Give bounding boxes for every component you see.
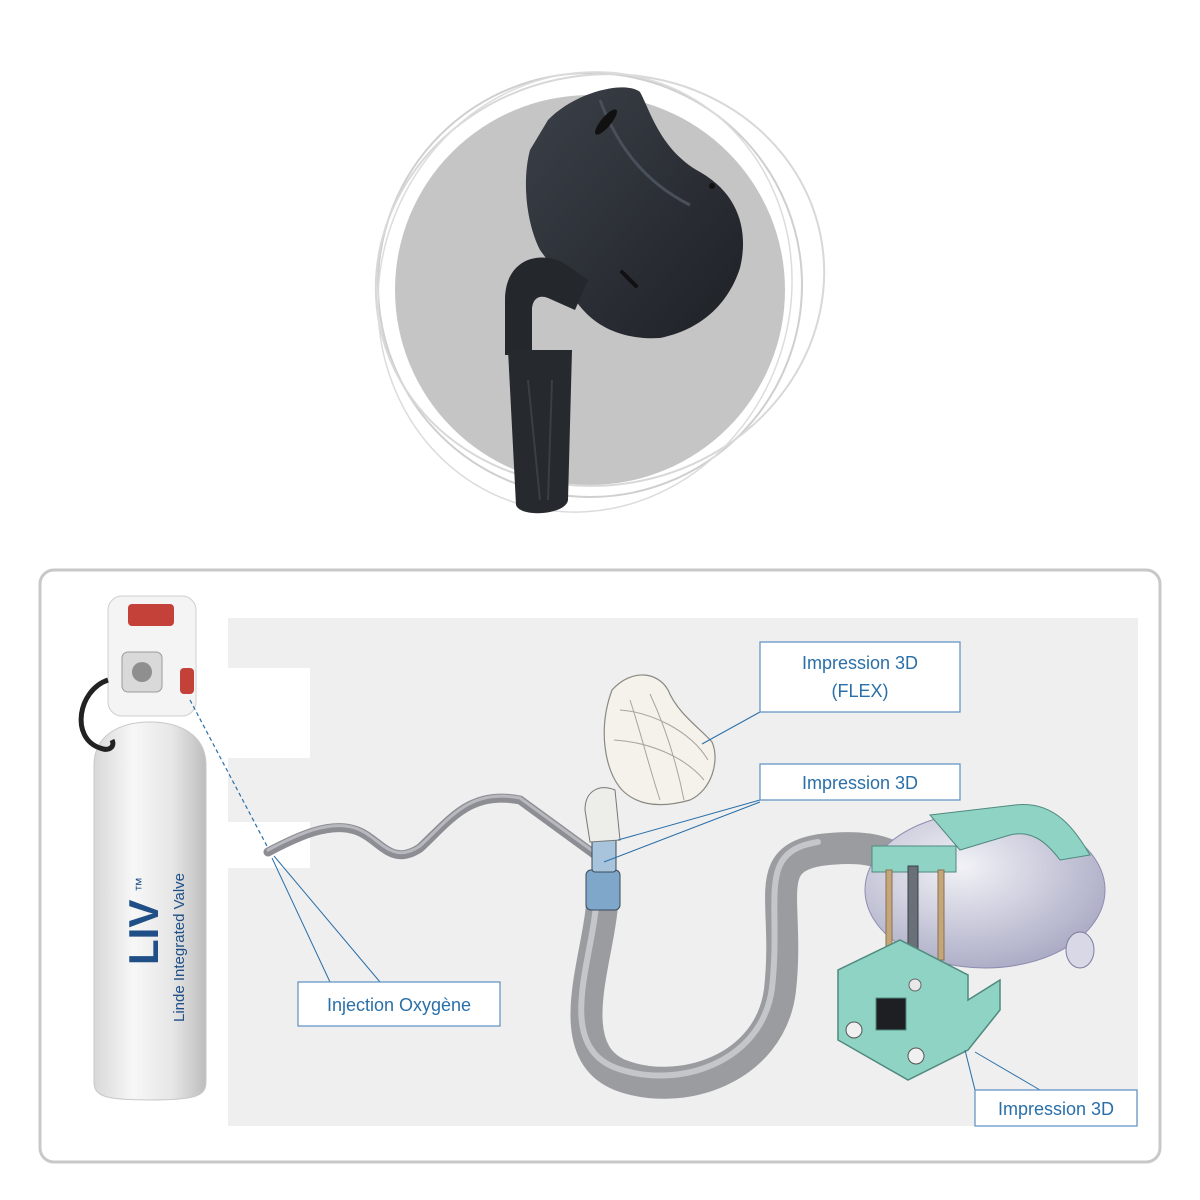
leader-pump-2 xyxy=(974,1051,1041,1091)
callout-connector-text: Impression 3D xyxy=(802,773,918,793)
callout-pump-box xyxy=(974,1089,1138,1127)
connector-elbow xyxy=(584,787,621,843)
valve-red-window xyxy=(128,604,174,626)
pump-strap xyxy=(929,803,1091,861)
mask-ridge xyxy=(598,99,691,207)
oxygen-tube-highlight xyxy=(266,794,607,862)
swirl-ring-2 xyxy=(374,73,826,487)
pump-base xyxy=(837,939,1001,1081)
pump-display xyxy=(875,997,907,1031)
pump-socket xyxy=(908,978,922,992)
callout-connector-box xyxy=(759,763,961,801)
callout-mask-flex: Impression 3D (FLEX) xyxy=(759,641,961,713)
pump-rod-right xyxy=(937,869,945,961)
leader-mask-flex xyxy=(701,711,761,745)
gauge-dial xyxy=(132,662,152,682)
air-hose xyxy=(570,832,916,1099)
oxygen-tube xyxy=(263,793,610,867)
callout-mask-flex-line1: Impression 3D xyxy=(802,653,918,673)
pump-button-left xyxy=(845,1021,863,1039)
mask-hole xyxy=(709,183,715,189)
swirl-ring-3 xyxy=(377,71,793,513)
leader-connector-1 xyxy=(617,799,761,841)
callout-oxygen: Injection Oxygène xyxy=(297,981,501,1027)
cylinder-body xyxy=(93,721,207,1101)
leader-oxygen-2 xyxy=(273,855,381,983)
pump-button-right xyxy=(907,1047,925,1065)
pump-assembly xyxy=(837,803,1106,1081)
callout-mask-flex-line2: (FLEX) xyxy=(831,681,888,701)
cylinder-handle xyxy=(78,677,116,752)
valve-red-knob xyxy=(180,668,194,694)
leader-lines xyxy=(271,711,1041,1091)
mask-photo xyxy=(374,71,826,514)
callout-connector: Impression 3D xyxy=(759,763,961,801)
mask-elbow xyxy=(505,257,588,355)
oxygen-cylinder: LIV ™ Linde Integrated Valve xyxy=(78,595,207,1101)
leader-pump-1 xyxy=(964,1049,976,1091)
callout-mask-flex-box xyxy=(759,641,961,713)
wire-mask-mesh xyxy=(613,693,709,801)
callout-pump-text: Impression 3D xyxy=(998,1099,1114,1119)
tank-port xyxy=(1065,931,1095,969)
callout-oxygen-box xyxy=(297,981,501,1027)
liv-subtitle: Linde Integrated Valve xyxy=(171,873,188,1022)
mask-tube-detail xyxy=(527,379,553,501)
wire-mask xyxy=(603,674,716,806)
connector-assembly xyxy=(584,787,621,911)
mask-side-slot xyxy=(620,270,638,288)
liv-brand: LIV xyxy=(120,900,167,965)
connector-lower xyxy=(585,869,621,911)
leader-oxygen-1 xyxy=(271,857,331,983)
callout-oxygen-text: Injection Oxygène xyxy=(327,995,471,1015)
mask-tube xyxy=(508,350,572,514)
liv-trademark: ™ xyxy=(133,877,150,892)
callout-pump: Impression 3D xyxy=(974,1089,1138,1127)
leader-connector-2 xyxy=(603,801,761,863)
mask-vent-slot xyxy=(595,109,617,135)
air-hose-highlight xyxy=(578,839,821,1079)
